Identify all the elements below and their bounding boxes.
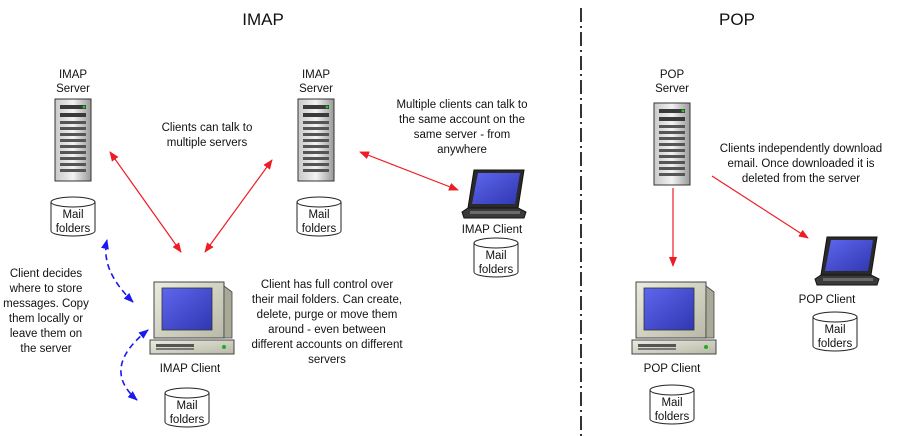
arrow-client-to-local-folders [120,329,149,401]
imap-server-2: IMAP Server [297,69,335,182]
server-label-line2: Server [655,83,689,95]
server-label-line1: POP [660,69,685,81]
note-multiple-clients: Multiple clients can talk to the same ac… [396,99,527,156]
imap-desktop-client-label: IMAP Client [160,363,221,375]
arrow-server1-to-client [109,151,182,253]
server-label-line2: Server [299,83,333,95]
mail-folders-pop-desktop: Mail folders [649,384,695,425]
note-line: servers [308,354,346,366]
server-icon [54,98,92,182]
note-control: Client has full control over their mail … [251,279,403,366]
pop-laptop-client-label: POP Client [799,294,856,306]
arrow-pop-server-to-laptop [711,175,809,239]
server-icon [653,102,691,186]
imap-section-title: IMAP [242,10,284,29]
server-label-line1: IMAP [59,69,87,81]
mail-folders-line1: Mail [176,400,197,412]
pop-desktop-client-label: POP Client [644,363,701,375]
note-line: them locally or [9,313,83,325]
arrow-server2-to-laptop [359,151,459,191]
note-storage: Client decides where to store messages. … [3,268,89,355]
pop-desktop-client: POP Client [631,281,717,375]
mail-folders-line2: folders [302,223,337,235]
mail-folders-line1: Mail [308,209,329,221]
mail-folders-line2: folders [170,414,205,426]
note-pop: Clients independently download email. On… [720,143,882,185]
mail-folders-laptop: Mail folders [473,237,519,278]
server-label-line2: Server [56,83,90,95]
mail-folders-line1: Mail [62,209,83,221]
imap-server-1: IMAP Server [54,69,92,182]
imap-desktop-client: IMAP Client [149,281,235,375]
mail-folders-line2: folders [479,264,514,276]
note-line: Clients independently download [720,143,882,155]
note-line: leave them on [10,328,82,340]
pop-server: POP Server [653,69,691,186]
note-line: deleted from the server [742,173,860,185]
note-line: same server - from [414,129,511,141]
desktop-computer-icon [631,281,717,355]
note-line: where to store [9,283,83,295]
mail-folders-server-1: Mail folders [50,196,96,237]
note-line: email. Once downloaded it is [727,158,874,170]
pop-section-title: POP [719,10,755,29]
note-line: Clients can talk to [162,122,253,134]
imap-laptop-client: IMAP Client [461,169,527,236]
note-line: Multiple clients can talk to [396,99,527,111]
note-line: multiple servers [167,137,248,149]
mail-folders-line2: folders [655,411,690,423]
note-line: the same account on the [399,114,525,126]
note-line: different accounts on different [251,339,403,351]
mail-folders-server-2: Mail folders [296,196,342,237]
laptop-icon [461,169,527,219]
note-line: messages. Copy [3,298,89,310]
note-line: Client has full control over [261,279,393,291]
note-line: Client decides [10,268,82,280]
mail-folders-line1: Mail [661,397,682,409]
note-line: the server [20,343,71,355]
server-icon [297,98,335,182]
mail-folders-line2: folders [818,338,853,350]
desktop-computer-icon [149,281,235,355]
mail-folders-line1: Mail [824,324,845,336]
laptop-icon [814,236,880,286]
note-line: anywhere [437,144,487,156]
pop-laptop-client: POP Client [799,236,880,306]
server-label-line1: IMAP [302,69,330,81]
arrow-client-to-server-folders [101,239,134,303]
mail-folders-line1: Mail [485,250,506,262]
note-line: delete, purge or move them [257,309,398,321]
mail-folders-line2: folders [56,223,91,235]
note-line: their mail folders. Can create, [252,294,402,306]
mail-folders-local: Mail folders [164,387,210,428]
imap-laptop-client-label: IMAP Client [462,224,523,236]
arrow-server2-to-client [204,159,273,253]
note-servers: Clients can talk to multiple servers [162,122,253,149]
note-line: around - even between [268,324,386,336]
mail-folders-pop-laptop: Mail folders [812,311,858,352]
